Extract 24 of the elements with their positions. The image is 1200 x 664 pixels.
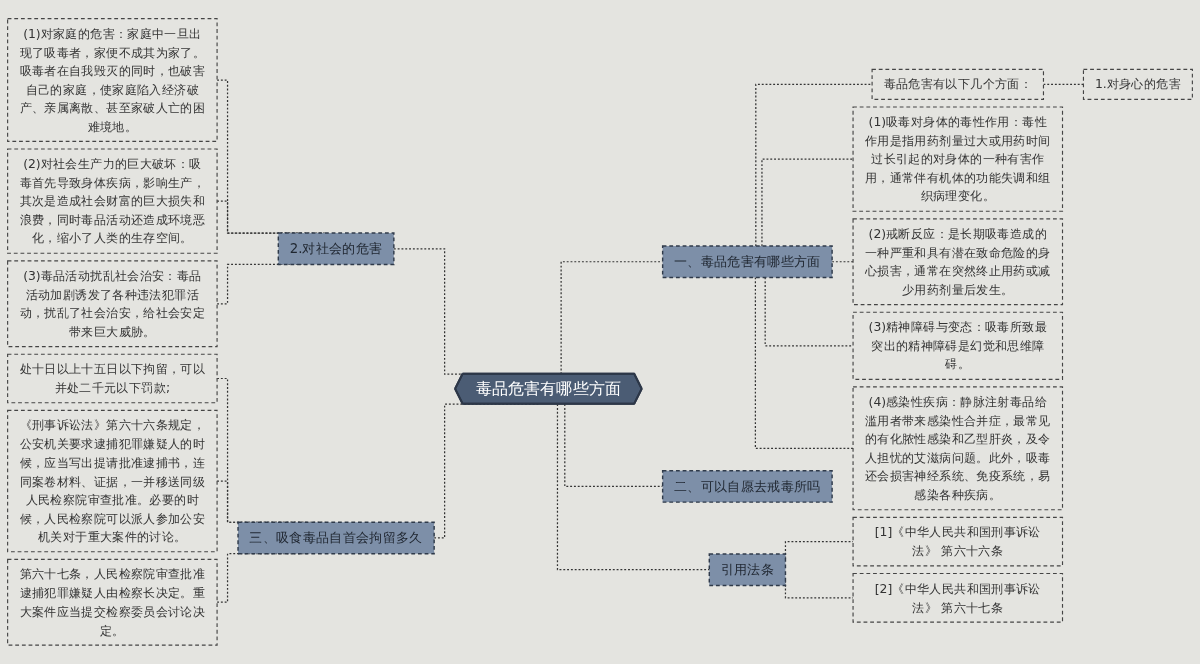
node-box: 2.对社会的危害: [277, 232, 395, 266]
node-box: [2]《中华人民共和国刑事诉讼法》 第六十七条: [852, 573, 1064, 623]
node-box: 二、可以自愿去戒毒所吗: [661, 470, 833, 503]
connector: [754, 277, 854, 450]
node-box: 毒品危害有以下几个方面：: [871, 69, 1045, 101]
node-box: (2)戒断反应：是长期吸毒造成的一种严重和具有潜在致命危险的身心损害，通常在突然终止用药或减少用药剂量后发生。: [852, 218, 1064, 306]
node-box: [1]《中华人民共和国刑事诉讼法》 第六十六条: [852, 516, 1064, 567]
node-box: 三、吸食毒品自首会拘留多久: [237, 521, 435, 555]
node-box: 《刑事诉讼法》第六十六条规定，公安机关要求逮捕犯罪嫌疑人的时候，应当写出提请批准逮捕书，连同案卷材料、证据，一并移送同级人民检察院审查批准。必要的时候，人民检察院可以派人参加公安机关对于重大案件的讨论。: [7, 409, 218, 553]
node-box: (1)对家庭的危害：家庭中一旦出现了吸毒者，家便不成其为家了。吸毒者在自我毁灭的同时，也破害自己的家庭，使家庭陷入经济破产、亲属离散、甚至家破人亡的困难境地。: [7, 18, 218, 143]
node-box: 1.对身心的危害: [1082, 69, 1193, 101]
node-box: (3)精神障碍与变态：吸毒所致最突出的精神障碍是幻觉和思维障碍。: [852, 311, 1064, 381]
node-box: (1)吸毒对身体的毒性作用：毒性作用是指用药剂量过大或用药时间过长引起的对身体的一种有害作用，通常伴有机体的功能失调和组织病理变化。: [852, 106, 1064, 212]
node-box: (4)感染性疾病：静脉注射毒品给滥用者带来感染性合并症，最常见的有化脓性感染和乙型肝炎，及令人担忧的艾滋病问题。此外，吸毒还会损害神经系统、免疫系统，易感染各种疾病。: [852, 386, 1064, 511]
connector: [556, 403, 710, 571]
node-box: 处十日以上十五日以下拘留，可以并处二千元以下罚款;: [7, 353, 218, 404]
node-box: (2)对社会生产力的巨大破坏：吸毒首先导致身体疾病，影响生产，其次是造成社会财富的巨大损失和浪费，同时毒品活动还造成环境恶化，缩小了人类的生存空间。: [7, 148, 218, 255]
node-box: (3)毒品活动扰乱社会治安：毒品活动加剧诱发了各种违法犯罪活动，扰乱了社会治安，给社会安定带来巨大威胁。: [7, 260, 218, 348]
connector: [764, 277, 854, 347]
node-box: 引用法条: [708, 553, 787, 587]
node-box: 第六十七条，人民检察院审查批准逮捕犯罪嫌疑人由检察长决定。重大案件应当提交检察委员会讨论决定。: [7, 558, 218, 646]
connector: [755, 83, 873, 247]
node-box: 一、毒品危害有哪些方面: [661, 245, 833, 279]
connector: [761, 158, 854, 247]
